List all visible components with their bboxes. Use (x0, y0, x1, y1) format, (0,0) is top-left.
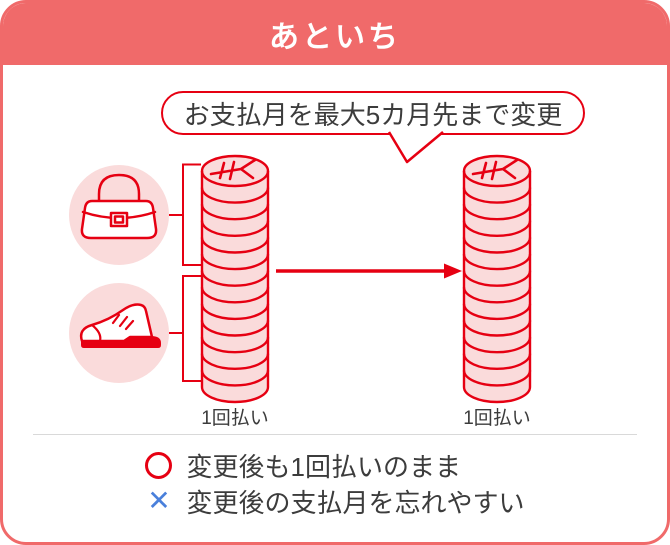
cross-marker-icon: ✕ (147, 485, 171, 516)
note-row-pro: 変更後も1回払いのまま (145, 449, 461, 482)
coin-stack-right (464, 156, 530, 402)
speech-bubble: お支払月を最大5カ月先まで変更 (161, 91, 585, 135)
payment-diagram (69, 3, 670, 545)
speech-bubble-text: お支払月を最大5カ月先まで変更 (183, 99, 563, 130)
shoe-icon (69, 283, 169, 383)
arrow-right-icon (276, 263, 462, 279)
circle-marker-icon (145, 451, 173, 479)
notes-section: 変更後も1回払いのまま ✕ 変更後の支払月を忘れやすい (3, 449, 667, 518)
page-title: あといち (269, 21, 401, 54)
bracket-lines (169, 163, 201, 382)
right-stack-label: 1回払い (463, 408, 531, 429)
card-header: あといち (3, 3, 667, 65)
coin-stack-left (202, 156, 268, 402)
note-row-con: ✕ 変更後の支払月を忘れやすい (145, 485, 525, 518)
note-con-text: 変更後の支払月を忘れやすい (186, 487, 525, 518)
left-stack-label: 1回払い (201, 408, 269, 429)
speech-bubble-tail (387, 131, 444, 164)
note-pro-text: 変更後も1回払いのまま (186, 451, 461, 482)
bag-icon (69, 165, 169, 265)
divider (33, 434, 637, 435)
